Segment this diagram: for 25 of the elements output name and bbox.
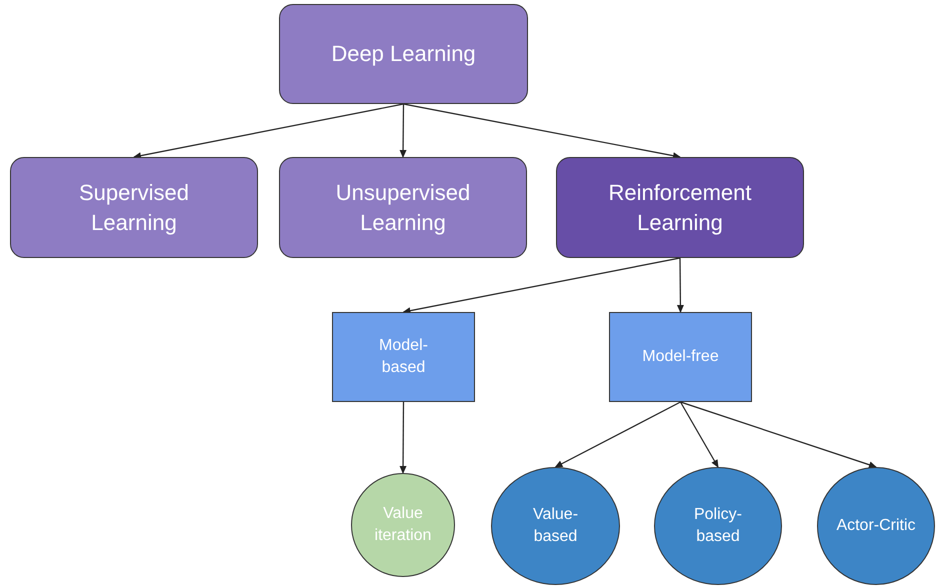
arrow xyxy=(676,258,684,313)
node-label: Reinforcement Learning xyxy=(607,178,753,237)
node-label: Actor-Critic xyxy=(835,516,917,536)
node-label: Policy-based xyxy=(692,505,743,547)
process-box xyxy=(279,157,527,258)
node-label: Supervised Learning xyxy=(78,178,190,237)
node-label: Value iteration xyxy=(374,504,432,546)
arrow xyxy=(133,103,404,160)
arrow xyxy=(403,103,681,160)
node-label: Deep Learning xyxy=(330,40,477,68)
arrow xyxy=(402,257,680,314)
process-box xyxy=(332,312,475,402)
arrow xyxy=(400,402,407,474)
node-label: Model-free xyxy=(641,347,720,368)
node-label: Value-based xyxy=(532,505,580,547)
node-label: Unsupervised Learning xyxy=(334,178,472,237)
process-box xyxy=(556,157,804,258)
arrow xyxy=(554,401,681,468)
process-box xyxy=(279,4,528,104)
arrow xyxy=(680,402,719,468)
node-label: Model-based xyxy=(378,336,429,378)
process-box xyxy=(10,157,258,258)
arrow xyxy=(400,104,407,158)
process-box xyxy=(609,312,752,402)
arrow xyxy=(680,401,877,468)
